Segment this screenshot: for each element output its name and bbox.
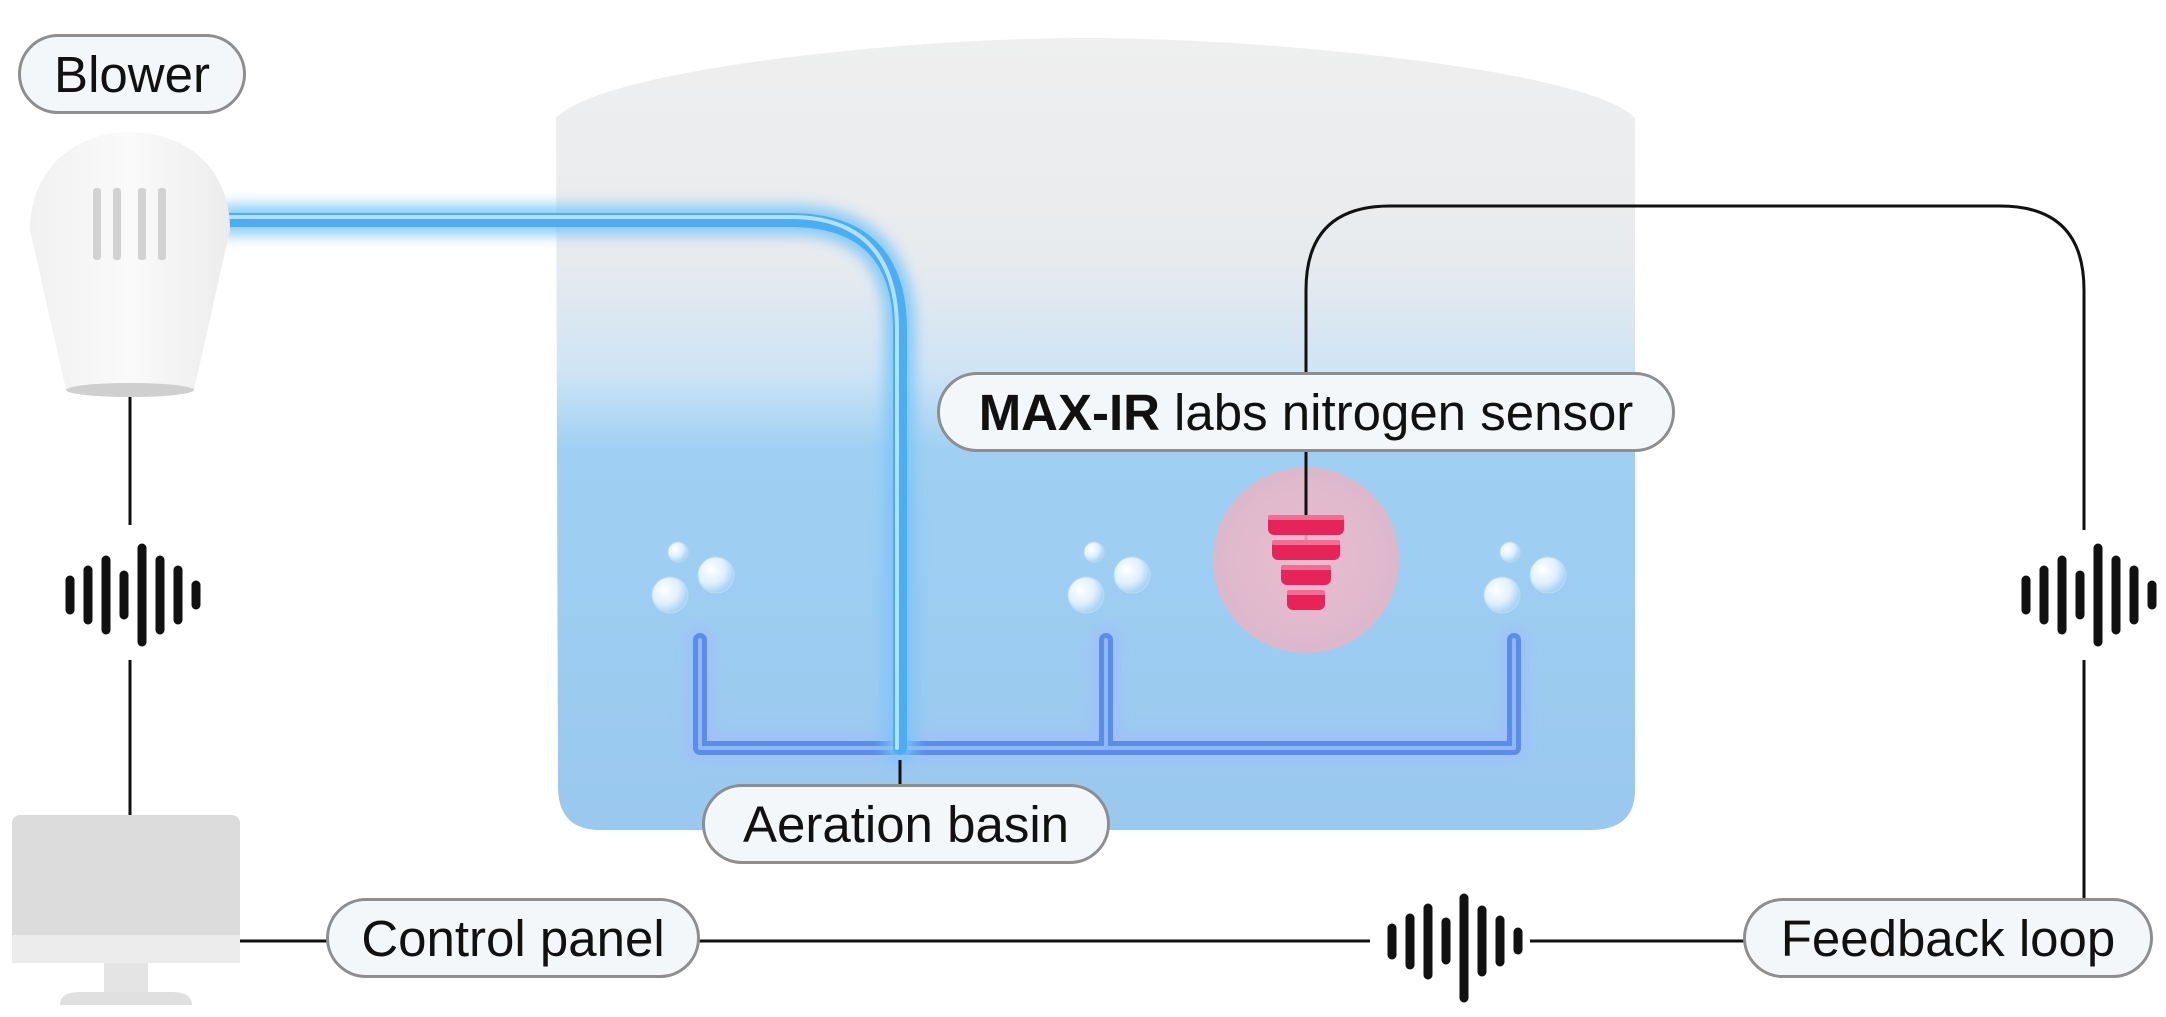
connector-lines xyxy=(128,204,2086,943)
aeration-basin-label-text: Aeration basin xyxy=(742,795,1070,853)
sensor-label: MAX-IR labs nitrogen sensor xyxy=(937,372,1675,452)
feedback-loop-label: Feedback loop xyxy=(1743,898,2153,978)
sensor-label-brand: MAX-IR xyxy=(978,383,1161,441)
computer-monitor-icon xyxy=(12,815,240,1005)
signal-waveform-icon xyxy=(2000,530,2164,660)
air-supply-pipe xyxy=(211,205,915,763)
control-panel-label-text: Control panel xyxy=(361,909,665,967)
air-bubbles-middle xyxy=(1067,541,1151,614)
air-bubbles-left xyxy=(651,541,735,614)
nitrogen-sensor-icon xyxy=(1213,445,1399,653)
control-panel-label: Control panel xyxy=(326,898,700,978)
aeration-basin-label: Aeration basin xyxy=(702,784,1110,864)
feedback-loop-label-text: Feedback loop xyxy=(1780,909,2116,967)
blower-icon xyxy=(30,132,230,397)
blower-label: Blower xyxy=(18,34,246,114)
signal-waveform-icon xyxy=(1370,880,1530,1010)
signal-waveform-icon xyxy=(48,525,212,660)
air-bubbles-right xyxy=(1483,541,1567,614)
blower-label-text: Blower xyxy=(54,45,210,103)
sensor-label-text: labs nitrogen sensor xyxy=(1174,383,1634,441)
